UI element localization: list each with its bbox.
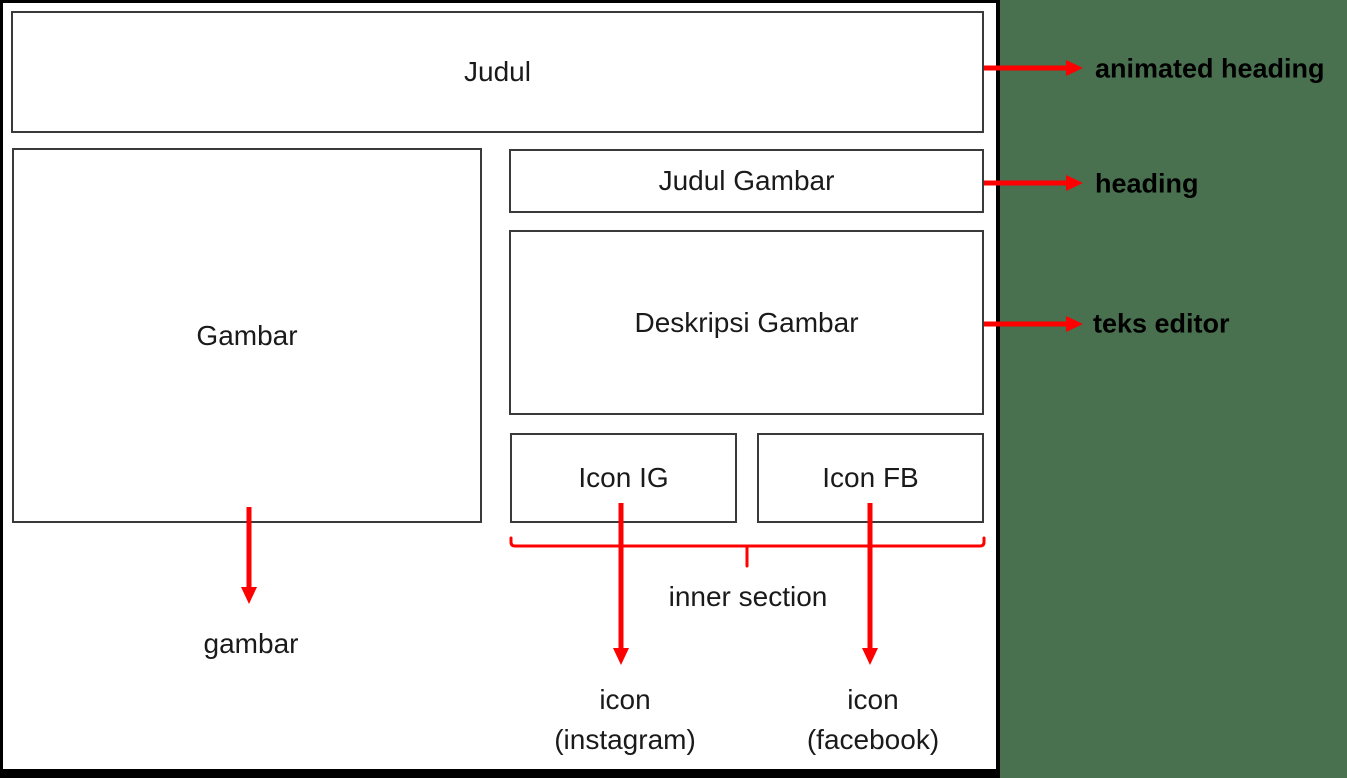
layout-container: Judul Gambar Judul Gambar Deskripsi Gamb… (0, 0, 1000, 778)
judul-gambar-box: Judul Gambar (509, 149, 984, 213)
deskripsi-gambar-box: Deskripsi Gambar (509, 230, 984, 415)
gambar-box-label: Gambar (196, 319, 298, 351)
icon-ig-box-label: Icon IG (578, 462, 669, 493)
icon-ig-box: Icon IG (510, 433, 737, 523)
gambar-box: Gambar (12, 148, 482, 523)
icon-facebook-label: icon (facebook) (807, 680, 939, 760)
gambar-annotation-label: gambar (203, 628, 299, 659)
animated-heading-label: animated heading (1095, 53, 1325, 84)
icon-fb-box-label: Icon FB (822, 462, 919, 493)
deskripsi-gambar-box-label: Deskripsi Gambar (634, 306, 859, 338)
inner-section-label: inner section (668, 581, 828, 612)
heading-label: heading (1095, 168, 1199, 199)
icon-instagram-label: icon (instagram) (554, 680, 696, 760)
teks-editor-label: teks editor (1093, 308, 1230, 339)
icon-instagram-label-line2: (instagram) (554, 724, 696, 755)
judul-box-label: Judul (464, 56, 531, 87)
judul-gambar-box-label: Judul Gambar (658, 165, 835, 196)
icon-fb-box: Icon FB (757, 433, 984, 523)
icon-instagram-label-line1: icon (599, 684, 651, 715)
judul-box: Judul (11, 11, 984, 133)
icon-facebook-label-line2: (facebook) (806, 724, 940, 755)
icon-facebook-label-line1: icon (847, 684, 899, 715)
